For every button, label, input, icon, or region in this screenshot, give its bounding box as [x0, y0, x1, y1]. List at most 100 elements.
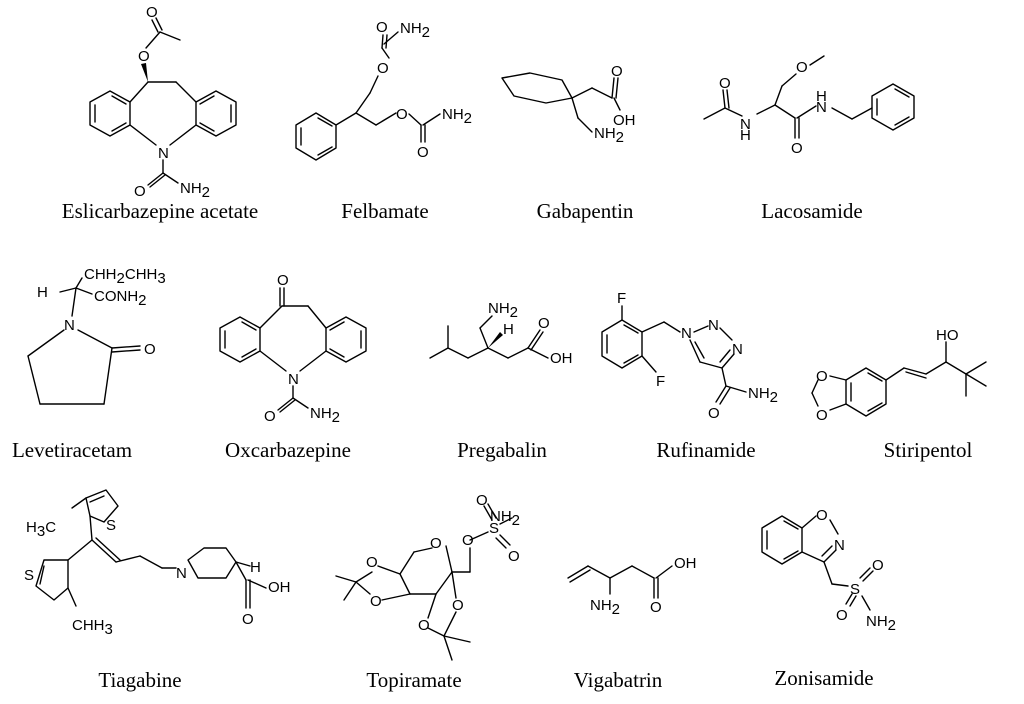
caption-stiripentol: Stiripentol: [883, 438, 973, 462]
atom-label: S: [24, 567, 34, 584]
atom-label: O: [144, 341, 156, 358]
atom-sub: 3: [157, 270, 165, 287]
atom-label: O: [650, 599, 662, 616]
atom-label: N: [834, 537, 845, 554]
atom-label: H3C: [26, 519, 56, 540]
atom-label: O: [791, 140, 803, 157]
atom-label: NH2: [748, 385, 778, 406]
atom-label: NH2: [488, 300, 518, 321]
structure-tiagabine: S H3C S CHH3 N H O OH: [24, 489, 291, 638]
atom-label: F: [656, 373, 665, 390]
atom-label: O: [796, 59, 808, 76]
caption-lacosamide: Lacosamide: [761, 199, 863, 223]
atom-label: NH2: [594, 125, 624, 146]
atom-label: H: [503, 321, 514, 338]
atom-label: OH: [613, 112, 636, 129]
caption-gabapentin: Gabapentin: [536, 199, 634, 223]
caption-vigabatrin: Vigabatrin: [573, 668, 663, 692]
atom-label: O: [476, 492, 488, 509]
atom-label: NH2: [180, 180, 210, 201]
structure-eslicarbazepine: O O N O NH2: [89, 4, 237, 201]
structure-rufinamide: F F N N N O NH2: [601, 290, 778, 422]
atom-label: O: [430, 535, 442, 552]
atom-label: S: [489, 520, 499, 537]
atom-text: NH: [400, 20, 422, 37]
atom-label: OH: [550, 350, 573, 367]
atom-label: O: [538, 315, 550, 332]
atom-sub: 2: [616, 129, 624, 146]
atom-label: H: [816, 88, 827, 105]
caption-zonisamide: Zonisamide: [774, 666, 874, 690]
atom-label: NH2: [310, 405, 340, 426]
atom-label: O: [146, 4, 158, 21]
atom-label: O: [836, 607, 848, 624]
structure-felbamate: O O NH2 O O NH2: [295, 19, 472, 161]
atom-sub: 2: [510, 304, 518, 321]
atom-label: O: [708, 405, 720, 422]
atom-sub: 2: [138, 292, 146, 309]
atom-sub: 2: [612, 601, 620, 618]
atom-text: CH: [125, 266, 147, 283]
atom-label: H: [37, 284, 48, 301]
atom-label: N: [708, 317, 719, 334]
atom-sub: 2: [464, 110, 472, 127]
structure-vigabatrin: NH2 O OH: [567, 555, 697, 618]
atom-label: NH2: [866, 613, 896, 634]
caption-felbamate: Felbamate: [341, 199, 429, 223]
atom-text: CH: [84, 266, 106, 283]
atom-label: H: [740, 127, 751, 144]
atom-label: NH2: [400, 20, 430, 41]
caption-levetiracetam: Levetiracetam: [11, 438, 133, 462]
atom-sub: 3: [37, 523, 45, 540]
atom-text: H: [94, 617, 105, 634]
atom-label: HO: [936, 327, 959, 344]
caption-eslicarbazepine: Eslicarbazepine acetate: [61, 199, 259, 223]
atom-text: NH: [488, 300, 510, 317]
atom-text: NH: [180, 180, 202, 197]
atom-label: O: [611, 63, 623, 80]
atom-label: CONH2: [94, 288, 147, 309]
atom-text: NH: [866, 613, 888, 630]
caption-pregabalin: Pregabalin: [457, 438, 547, 462]
atom-sub: 2: [888, 617, 896, 634]
atom-text: CONH: [94, 288, 138, 305]
atom-label: F: [617, 290, 626, 307]
atom-label: N: [740, 116, 751, 133]
structure-oxcarbazepine: O N O NH2: [219, 272, 367, 426]
atom-label: O: [376, 19, 388, 36]
atom-label: S: [106, 517, 116, 534]
atom-label: NH2: [590, 597, 620, 618]
atom-text: NH: [590, 597, 612, 614]
atom-label: O: [872, 557, 884, 574]
atom-sub: 2: [512, 512, 520, 529]
atom-label: O: [377, 60, 389, 77]
structure-stiripentol: O O HO: [811, 327, 987, 424]
atom-label: O: [277, 272, 289, 289]
atom-label: N: [176, 565, 187, 582]
atom-label: O: [719, 75, 731, 92]
caption-tiagabine: Tiagabine: [98, 668, 182, 692]
atom-label: O: [366, 554, 378, 571]
atom-text: NH: [442, 106, 464, 123]
atom-label: O: [138, 48, 150, 65]
structure-topiramate: O O O O O O S O O NH2: [335, 492, 520, 661]
atom-label: N: [732, 341, 743, 358]
atom-text: NH: [748, 385, 770, 402]
atom-label: H: [250, 559, 261, 576]
atom-label: OH: [674, 555, 697, 572]
atom-text: NH: [594, 125, 616, 142]
atom-text: H: [106, 266, 117, 283]
atom-label: O: [417, 144, 429, 161]
atom-sub: 2: [332, 409, 340, 426]
atom-label: O: [462, 532, 474, 549]
caption-topiramate: Topiramate: [366, 668, 462, 692]
atom-sub: 2: [770, 389, 778, 406]
atom-label: O: [418, 617, 430, 634]
structure-gabapentin: O OH NH2: [501, 63, 636, 146]
atom-label: O: [396, 106, 408, 123]
atom-label: N: [64, 317, 75, 334]
atom-sub: 2: [117, 270, 125, 287]
atom-text: CH: [72, 617, 94, 634]
